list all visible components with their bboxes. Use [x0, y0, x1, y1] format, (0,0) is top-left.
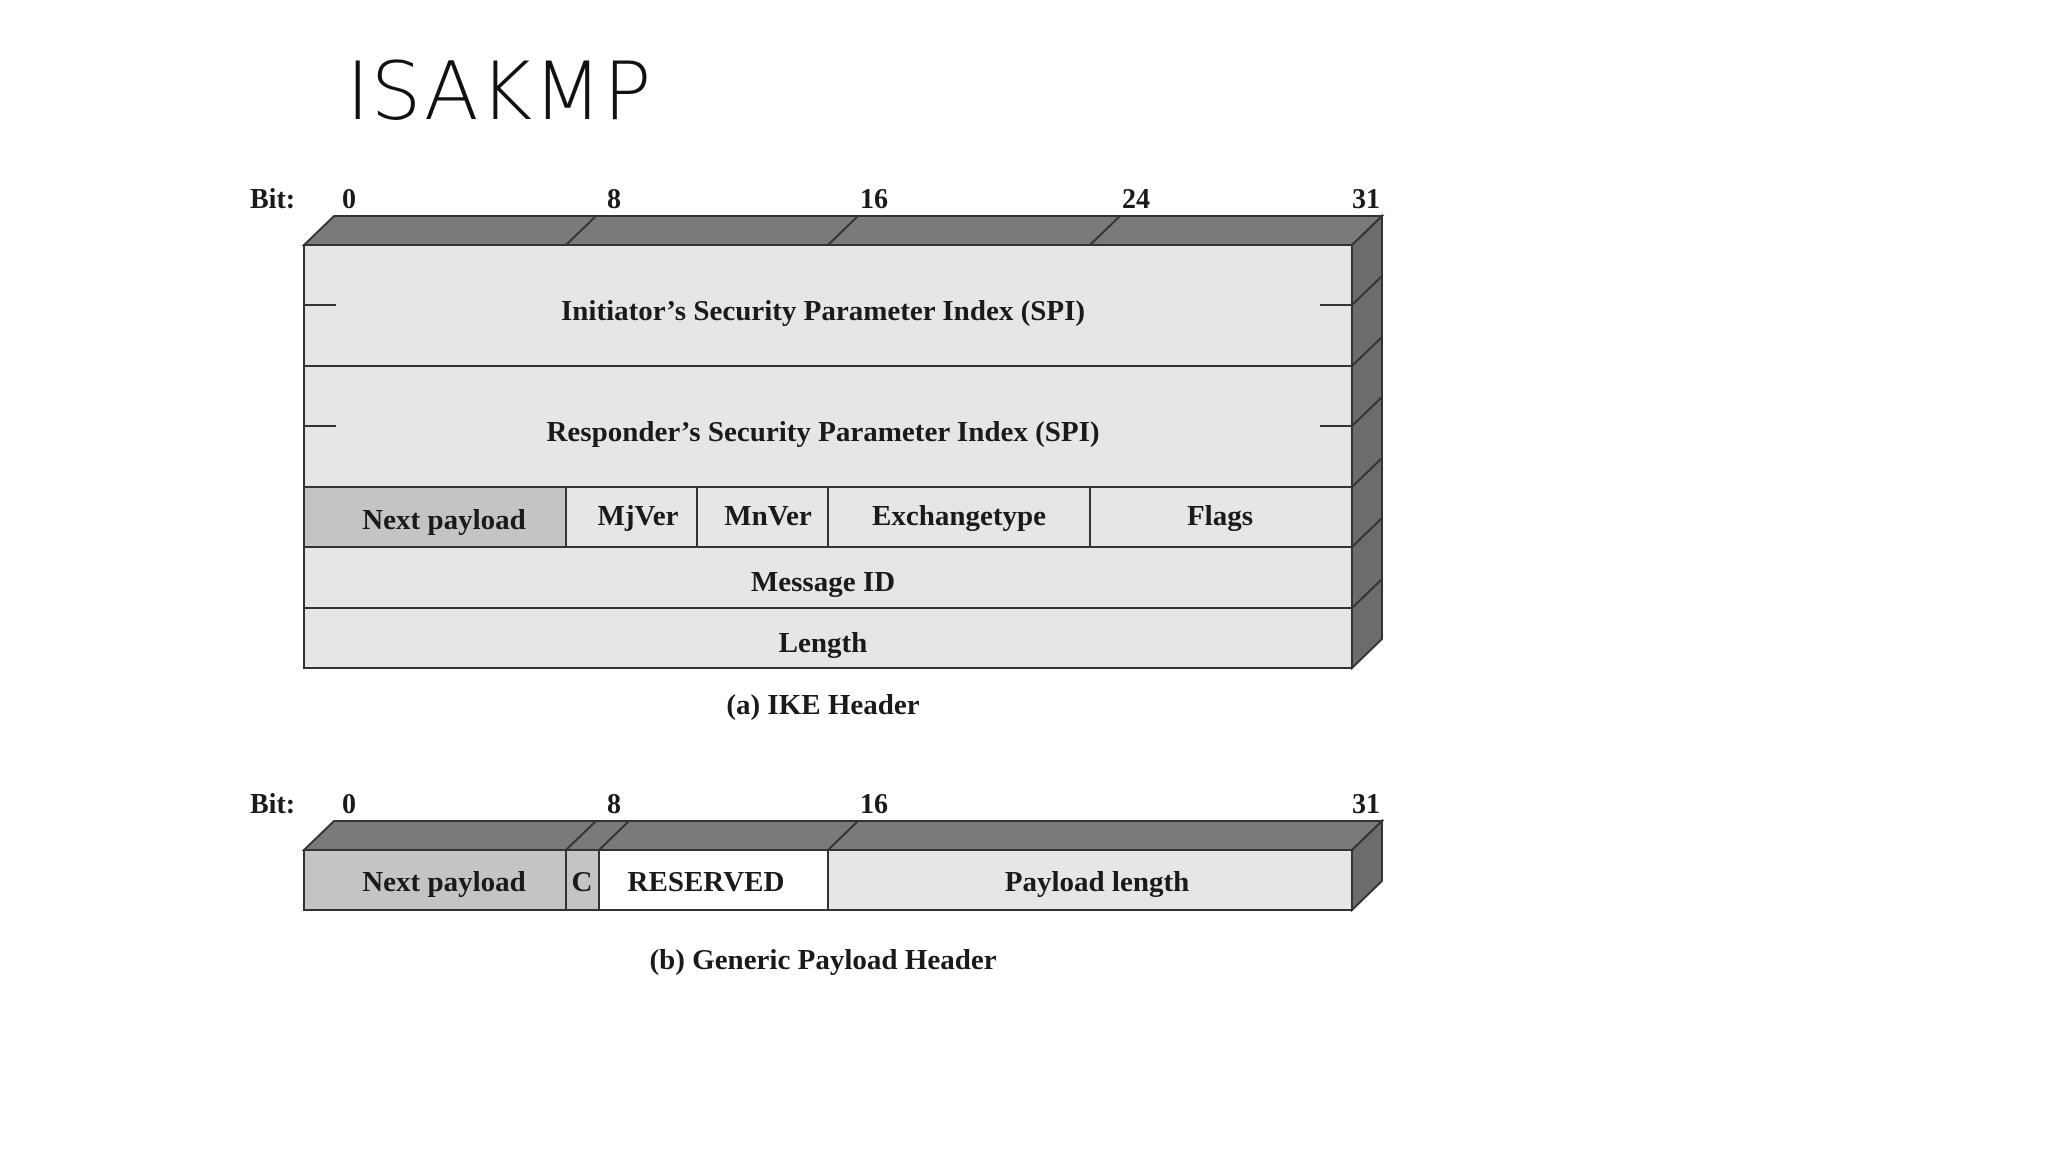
ike-header-caption: (a) IKE Header: [726, 689, 919, 721]
length-cell: [303, 607, 1353, 669]
gph-next-payload-label: Next payload: [362, 866, 526, 898]
critical-bit-label: C: [572, 866, 593, 898]
flags-cell: [1089, 486, 1353, 548]
ike-bit-tick-31: 31: [1352, 184, 1380, 215]
gph-top-divider-9: [598, 820, 630, 851]
ike-side-divider-3: [1351, 396, 1383, 427]
ike-bit-label: Bit:: [250, 184, 295, 215]
gph-bit-label: Bit:: [250, 789, 295, 820]
gph-next-payload-cell: [303, 849, 567, 911]
ike-top-divider-16: [827, 215, 859, 246]
critical-bit-cell: [565, 849, 600, 911]
ike-bit-tick-24: 24: [1122, 184, 1150, 215]
mnver-cell: [696, 486, 829, 548]
ike-bit-tick-0: 0: [342, 184, 356, 215]
ike-side-divider-4: [1351, 457, 1383, 488]
message-id-cell: [303, 546, 1353, 609]
ike-side-divider-2: [1351, 336, 1383, 367]
ike-header-diagram: Bit: 0 8 16 24 31 Initiator’s Security P…: [250, 184, 1385, 721]
ike-box-side-face: [1351, 213, 1383, 671]
ike-side-divider-1: [1351, 275, 1383, 306]
ike-side-divider-5: [1351, 517, 1383, 548]
ike-bit-tick-16: 16: [860, 184, 888, 215]
gph-bit-tick-31: 31: [1352, 789, 1380, 820]
payload-length-label: Payload length: [1005, 866, 1190, 898]
reserved-cell: [598, 849, 829, 911]
mjver-cell: [565, 486, 698, 548]
message-id-label: Message ID: [751, 566, 895, 598]
length-label: Length: [779, 627, 868, 659]
reserved-label: RESERVED: [628, 866, 785, 898]
gph-bit-tick-0: 0: [342, 789, 356, 820]
ike-next-payload-label: Next payload: [362, 504, 526, 536]
ike-next-payload-cell: [303, 486, 567, 548]
gph-bit-tick-16: 16: [860, 789, 888, 820]
responder-spi-label: Responder’s Security Parameter Index (SP…: [546, 416, 1099, 448]
initiator-spi-cell: [303, 244, 1353, 367]
mjver-label: MjVer: [597, 500, 678, 532]
ike-top-divider-24: [1089, 215, 1121, 246]
ike-side-divider-6: [1351, 578, 1383, 609]
gph-bit-tick-8: 8: [607, 789, 621, 820]
exchange-type-label: Exchangetype: [872, 500, 1046, 532]
ike-top-divider-8: [565, 215, 597, 246]
ike-bit-tick-8: 8: [607, 184, 621, 215]
flags-label: Flags: [1187, 500, 1253, 532]
generic-payload-header-diagram: Bit: 0 8 16 31 Next payload C RESERVED P…: [250, 789, 1385, 976]
gph-top-divider-16: [827, 820, 859, 851]
gph-top-divider-8: [565, 820, 597, 851]
slide-title: ISAKMP: [346, 45, 653, 138]
payload-length-cell: [827, 849, 1353, 911]
generic-payload-header-caption: (b) Generic Payload Header: [649, 944, 996, 976]
mnver-label: MnVer: [724, 500, 812, 532]
initiator-spi-label: Initiator’s Security Parameter Index (SP…: [561, 295, 1085, 327]
